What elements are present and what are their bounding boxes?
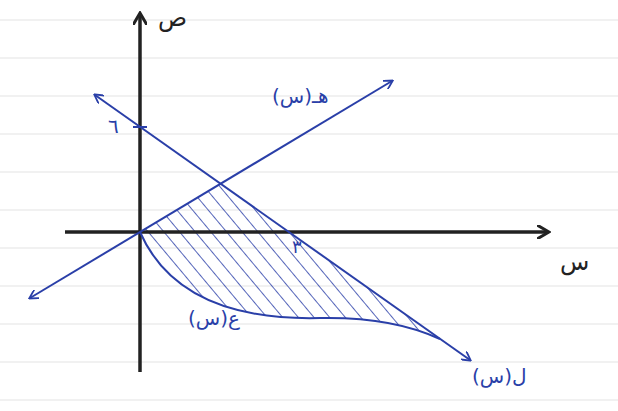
curve-a xyxy=(140,232,440,339)
axis-label: س xyxy=(560,250,589,274)
paper-lines xyxy=(0,20,618,400)
shaded-region xyxy=(140,184,440,339)
curve-label: هـ(س) xyxy=(272,86,328,106)
axis-label: ص xyxy=(158,6,187,30)
line-l xyxy=(95,95,470,360)
tick-label: ٦ xyxy=(108,116,119,136)
y-axis xyxy=(138,14,142,372)
curve-label: ع(س) xyxy=(188,308,240,328)
curve-label: ل(س) xyxy=(472,366,527,386)
tick xyxy=(133,126,147,128)
tick-label: ٣ xyxy=(292,238,302,256)
